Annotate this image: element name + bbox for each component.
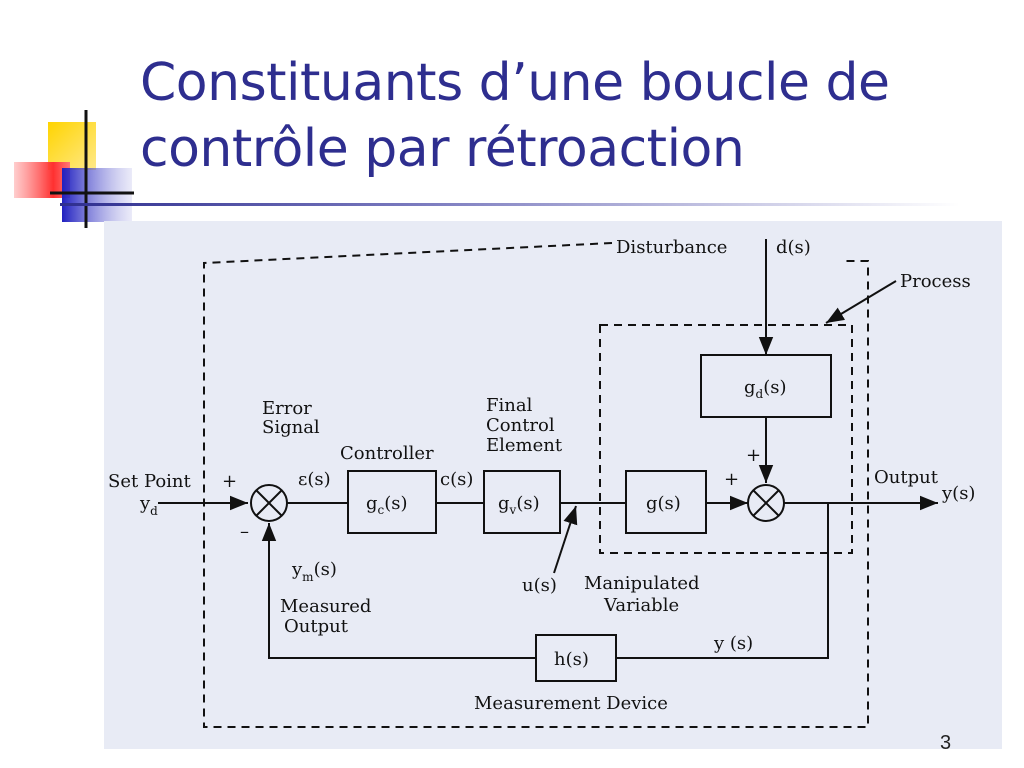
error-minus-sign: – [240, 521, 249, 542]
final-element-line-3: Element [486, 435, 563, 456]
manipulated-label-line-2: Variable [603, 595, 679, 616]
set-point-label: Set Point [108, 471, 192, 492]
feedback-block-diagram: Disturbance d(s) Process Error Signal ε(… [108, 237, 975, 728]
valve-block-label: gv(s) [498, 493, 540, 517]
error-label-line-1: Error [262, 398, 312, 419]
measured-label-line-2: Output [284, 616, 349, 637]
measured-label-line-1: Measured [280, 596, 371, 617]
disturbance-signal: d(s) [776, 237, 811, 258]
block-diagram-panel: Disturbance d(s) Process Error Signal ε(… [104, 221, 1002, 749]
final-element-line-1: Final [486, 395, 533, 416]
process-boundary [599, 324, 853, 554]
set-point-symbol: yd [139, 493, 158, 518]
controller-output-signal: c(s) [440, 469, 473, 490]
feedback-output-line [616, 503, 829, 659]
outer-loop-boundary [203, 242, 869, 728]
process-plus-sign: + [724, 469, 739, 490]
error-signal: ε(s) [298, 469, 331, 490]
slide-title: Constituants d’une boucle de contrôle pa… [140, 50, 1000, 182]
title-underline [60, 203, 960, 206]
error-label-line-2: Signal [262, 417, 320, 438]
output-signal: y(s) [941, 483, 975, 504]
slide-title-line-1: Constituants d’une boucle de [140, 53, 890, 113]
final-element-line-2: Control [486, 415, 555, 436]
controller-label: Controller [340, 443, 434, 464]
disturbance-label: Disturbance [616, 237, 727, 258]
measurement-device-label: Measurement Device [474, 693, 668, 714]
sensor-block-label: h(s) [554, 649, 589, 670]
manipulated-variable-signal: u(s) [522, 575, 557, 596]
process-pointer-arrow [825, 280, 897, 324]
process-label: Process [900, 271, 971, 292]
sensor-output-signal: y (s) [713, 633, 753, 654]
controller-block-label: gc(s) [366, 493, 408, 517]
error-plus-sign: + [222, 471, 237, 492]
manipulated-pointer-arrow [553, 505, 578, 574]
process-block-label: g(s) [646, 493, 681, 514]
slide-number: 3 [940, 732, 952, 754]
feedback-return-arrow [261, 523, 536, 659]
manipulated-label-line-1: Manipulated [584, 573, 700, 594]
corner-decoration [14, 110, 134, 228]
measured-signal: ym(s) [291, 559, 337, 584]
slide-title-line-2: contrôle par rétroaction [140, 119, 745, 179]
disturbance-plus-sign: + [746, 445, 761, 466]
output-label: Output [874, 467, 939, 488]
disturbance-block-label: gd(s) [744, 377, 787, 401]
blue-square [62, 168, 132, 222]
